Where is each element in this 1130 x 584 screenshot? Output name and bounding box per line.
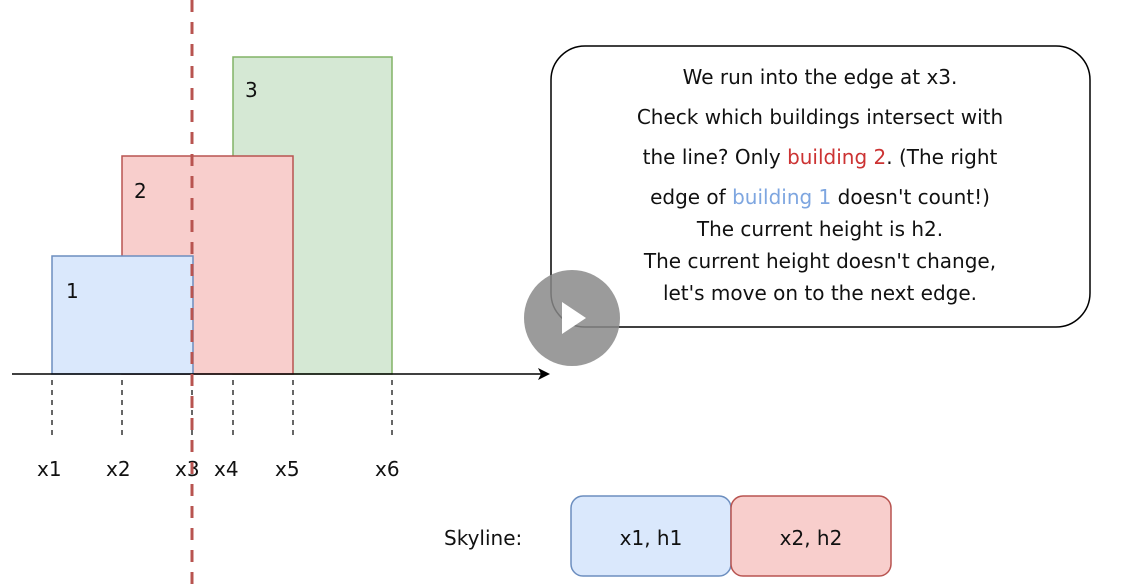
- skyline-cell-2: [730, 495, 892, 577]
- tick-label-x1: x1: [37, 457, 62, 481]
- skyline-cell-1-text: x1, h1: [620, 526, 683, 550]
- tick-label-x5: x5: [275, 457, 300, 481]
- note-line-7: let's move on to the next edge.: [663, 281, 977, 305]
- skyline-label: Skyline:: [444, 526, 522, 550]
- note-box: [550, 45, 1091, 328]
- note-line-6: The current height doesn't change,: [643, 249, 996, 273]
- tick-guides: [51, 380, 393, 440]
- note-line-1: We run into the edge at x3.: [683, 65, 958, 89]
- note-line-3: the line? Only building 2. (The right: [643, 145, 998, 169]
- note-building-1-highlight: building 1: [732, 185, 831, 209]
- tick-label-x4: x4: [214, 457, 239, 481]
- buildings: 1 2 3: [51, 56, 393, 375]
- skyline: Skyline: x1, h1 x2, h2: [444, 495, 892, 577]
- tick-label-x3: x3: [175, 457, 200, 481]
- note-line-4: edge of building 1 doesn't count!): [650, 185, 990, 209]
- tick-label-x6: x6: [375, 457, 400, 481]
- note-line-2: Check which buildings intersect with: [637, 105, 1003, 129]
- building-1-label: 1: [66, 279, 79, 303]
- tick-labels: x1 x2 x3 x4 x5 x6: [37, 457, 400, 481]
- building-3-label: 3: [245, 78, 258, 102]
- play-button[interactable]: [524, 270, 620, 366]
- tick-label-x2: x2: [106, 457, 131, 481]
- play-icon: [562, 302, 586, 334]
- note-line-5: The current height is h2.: [696, 217, 943, 241]
- building-2-label: 2: [134, 179, 147, 203]
- building-1: [51, 255, 194, 375]
- skyline-cell-2-text: x2, h2: [780, 526, 843, 550]
- note-building-2-highlight: building 2: [787, 145, 886, 169]
- note-callout: We run into the edge at x3. Check which …: [550, 45, 1091, 328]
